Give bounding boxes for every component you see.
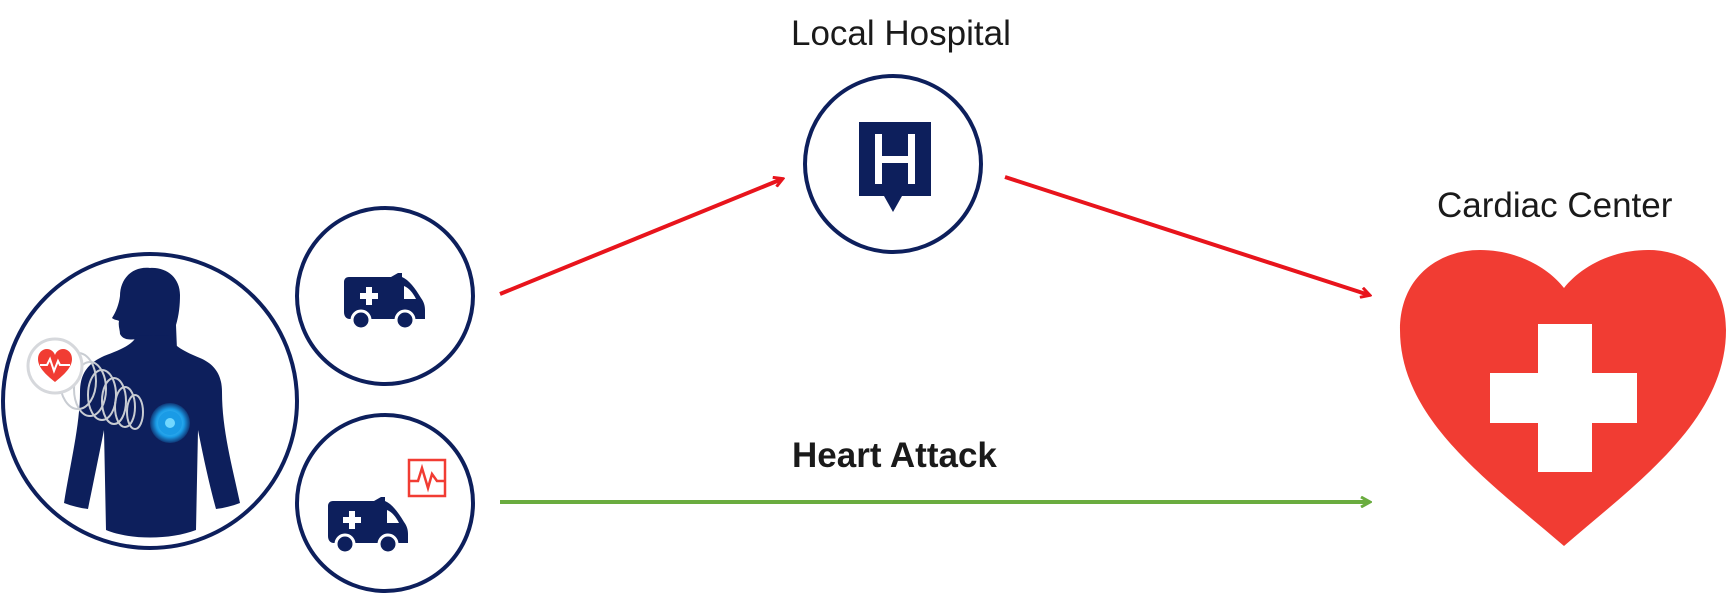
ambulance-ecg-node: [295, 413, 475, 593]
local-hospital-node: [803, 74, 983, 254]
hospital-h-icon: [859, 122, 931, 212]
ambulance-node: [295, 206, 475, 386]
local-hospital-label: Local Hospital: [791, 14, 1011, 53]
patient-monitor-icon: [26, 267, 240, 538]
ambulance-icon: [344, 273, 425, 331]
patient-node: [1, 252, 299, 550]
arrow-ambulance-to-hospital: [499, 179, 782, 296]
cardiac-center-label: Cardiac Center: [1437, 186, 1673, 225]
heart-attack-label: Heart Attack: [792, 436, 997, 475]
ambulance-ecg-icon: [328, 458, 447, 555]
heart-cross-icon: [1400, 250, 1726, 546]
cardiac-center-node: [1400, 250, 1726, 546]
arrow-hospital-to-cardiac: [1004, 175, 1369, 295]
